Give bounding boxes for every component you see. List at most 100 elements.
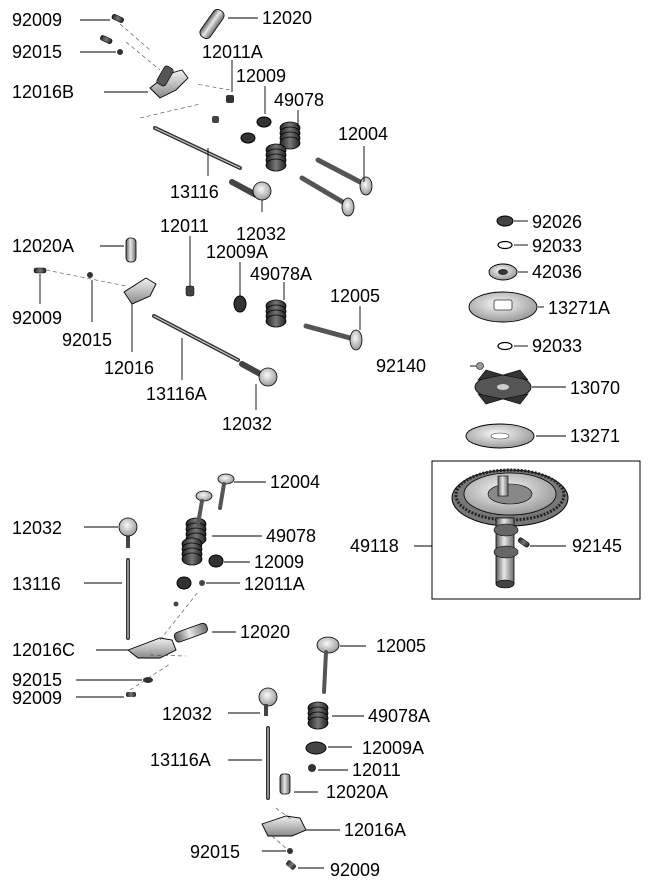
callout-c7: 49078 xyxy=(274,90,324,110)
weight-13070 xyxy=(474,369,532,405)
governor-stack xyxy=(465,215,538,449)
valve-12004-a-stem xyxy=(315,157,367,187)
lifter-12032-low-head xyxy=(118,517,138,537)
plate-13271-hole xyxy=(490,432,510,440)
pin-92009-low xyxy=(126,692,136,697)
rocker-12016A xyxy=(261,815,307,837)
callout-c16: 92009 xyxy=(12,308,62,328)
rocker-12016C xyxy=(127,637,177,659)
pin-92009-bottom xyxy=(286,860,296,870)
callout-c24: 13271A xyxy=(548,298,610,318)
callout-c38: 12016C xyxy=(12,640,75,660)
pushrod-13116-highlight xyxy=(154,127,241,169)
callout-c1: 92009 xyxy=(12,10,62,30)
pushrod-13116A-highlight xyxy=(153,315,239,361)
callout-c15: 12005 xyxy=(330,286,380,306)
lifter-12032-stem xyxy=(229,179,259,198)
keeper-12011A-low xyxy=(176,576,192,590)
pin-92009-a xyxy=(111,14,124,23)
callout-c21: 92026 xyxy=(532,212,582,232)
callout-c29: 12004 xyxy=(270,472,320,492)
valve-12004-low-b-head xyxy=(195,490,213,502)
callout-c10: 12032 xyxy=(236,224,286,244)
callout-c32: 49118 xyxy=(350,536,399,556)
ball-92015 xyxy=(117,49,123,55)
retainer-12009A-low xyxy=(305,741,327,755)
callout-c12: 12011 xyxy=(160,216,209,236)
rocker-12016 xyxy=(123,277,157,305)
callout-c22: 92033 xyxy=(532,236,582,256)
pin-92145 xyxy=(517,537,530,548)
keeper-12011A-b xyxy=(212,116,219,123)
callout-c11: 12020A xyxy=(12,236,74,256)
keeper-12011A xyxy=(226,95,234,103)
rocker-pivot xyxy=(156,65,174,87)
callout-c14: 49078A xyxy=(250,264,312,284)
camshaft-group-box xyxy=(431,460,641,600)
callout-c20: 12032 xyxy=(222,414,272,434)
callout-c17: 92015 xyxy=(62,330,112,350)
callout-c30: 12032 xyxy=(12,518,62,538)
callout-c13: 12009A xyxy=(206,242,268,262)
valve-12004-b-head xyxy=(341,197,355,217)
assembly-guide-lines-middle xyxy=(45,269,127,287)
callout-c26: 92140 xyxy=(376,356,426,376)
callout-c34: 12009 xyxy=(254,552,304,572)
callout-c47: 12020A xyxy=(326,782,388,802)
valve-12004-low-a-stem xyxy=(218,482,226,510)
valve-12004-a-head xyxy=(359,176,373,196)
callout-c2: 12020 xyxy=(262,8,312,28)
lifter-12032-mid-head xyxy=(258,367,278,387)
plate-13271A-slot xyxy=(493,299,513,311)
spring-49078A xyxy=(265,299,287,328)
callout-c18: 12016 xyxy=(104,358,154,378)
retainer-12009-a xyxy=(256,116,272,128)
callout-c49: 92015 xyxy=(190,842,240,862)
sleeve-12020-low xyxy=(173,622,208,643)
assembly-guide-lines-upper xyxy=(119,23,231,119)
callout-c45: 12009A xyxy=(362,738,424,758)
spring-49078A-low xyxy=(307,701,329,730)
spring-49078-low-b xyxy=(181,537,203,566)
sleeve-12020 xyxy=(199,9,225,39)
rocker-assembly-upper xyxy=(100,9,373,217)
callout-c50: 92009 xyxy=(330,860,380,880)
callout-c28: 13271 xyxy=(570,426,620,446)
callout-c42: 12032 xyxy=(162,704,212,724)
ball-92015-mid xyxy=(87,272,93,278)
callout-c36: 12011A xyxy=(244,574,305,594)
callout-c35: 13116 xyxy=(12,574,61,594)
assembly-guide-lines-lower xyxy=(129,591,199,691)
callout-c19: 13116A xyxy=(146,384,207,404)
callout-c39: 12005 xyxy=(376,636,426,656)
valve-12005-stem xyxy=(303,323,353,341)
bearing-42036-hole xyxy=(498,269,508,275)
ball-92015-bottom xyxy=(287,848,293,854)
retainer-12009-low xyxy=(208,554,224,568)
sleeve-12020A xyxy=(125,237,137,263)
callout-c40: 92015 xyxy=(12,670,62,690)
lifter-12032-head xyxy=(252,181,272,201)
callout-c4: 12011A xyxy=(202,42,263,62)
valve-12004-b-stem xyxy=(299,175,349,207)
ball-92140 xyxy=(476,362,484,370)
callout-c27: 13070 xyxy=(570,378,620,398)
retainer-12009-b xyxy=(240,132,256,144)
keeper-12011-low xyxy=(308,764,316,772)
callout-c41: 92009 xyxy=(12,688,62,708)
rocker-assembly-bottom xyxy=(258,636,340,870)
valve-12005-head xyxy=(349,329,363,351)
callout-c44: 13116A xyxy=(150,750,211,770)
callout-c48: 12016A xyxy=(344,820,406,840)
callout-c37: 12020 xyxy=(240,622,290,642)
spring-49078-b xyxy=(265,143,287,172)
rocker-assembly-lower xyxy=(118,473,235,697)
callout-c43: 49078A xyxy=(368,706,430,726)
lifter-12032-bottom-head xyxy=(258,687,278,707)
callout-c46: 12011 xyxy=(352,760,401,780)
pin-92009-mid xyxy=(33,267,47,274)
ring-92033-a xyxy=(497,240,513,250)
sleeve-12020A-low xyxy=(279,773,291,795)
